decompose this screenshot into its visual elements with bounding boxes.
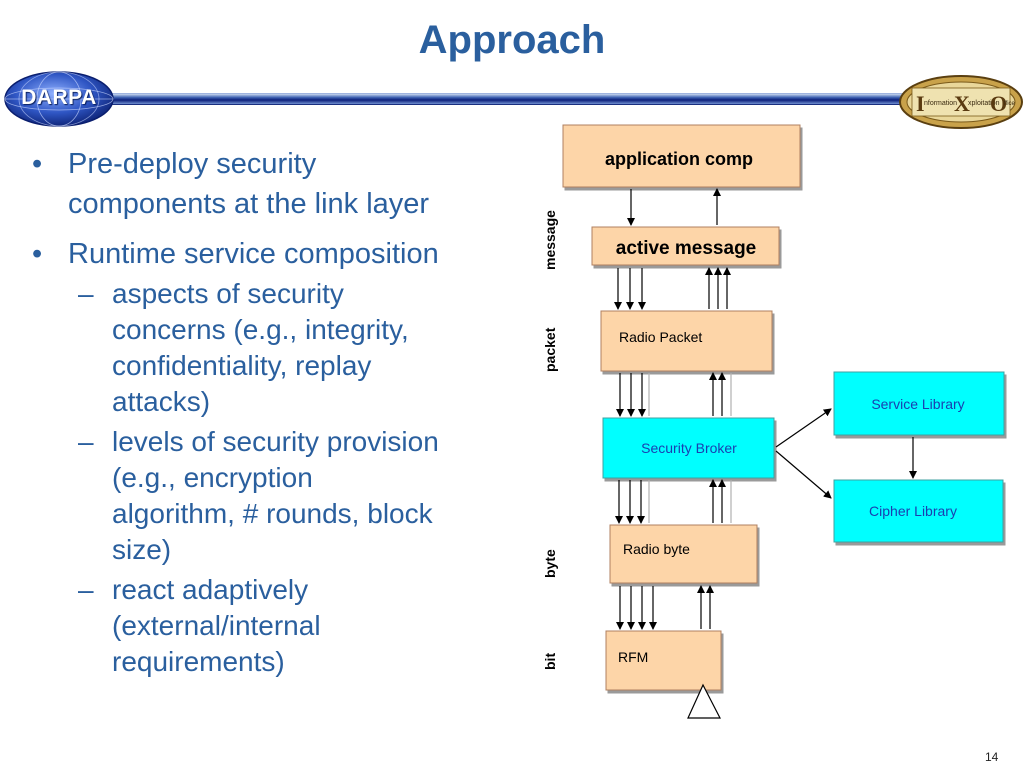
box-label-cipher-library: Cipher Library [869, 503, 957, 519]
bullet-dot: • [32, 238, 43, 270]
darpa-logo-text: DARPA [21, 86, 97, 109]
darpa-logo: DARPA [2, 70, 116, 128]
box-radio-packet: Radio Packet [600, 310, 773, 372]
bullet-item: • Runtime service composition [28, 234, 518, 274]
bullet-line: components at the link layer [68, 188, 430, 220]
ixo-word-information: nformation [924, 100, 957, 107]
box-label-rfm: RFM [618, 649, 648, 665]
sub-bullet-item: – levels of security provision (e.g., en… [28, 424, 518, 568]
slide-title: Approach [418, 18, 606, 62]
sub-bullet-line: attacks) [112, 386, 211, 417]
sub-bullet-line: (e.g., encryption [112, 462, 313, 493]
bullet-line: Runtime service composition [68, 238, 439, 270]
box-application-comp: application comp [562, 124, 801, 188]
antenna-triangle-icon [687, 683, 721, 719]
box-service-library: Service Library [833, 371, 1005, 436]
ixo-letter-o: O [990, 91, 1007, 116]
sub-bullet-line: levels of security provision [112, 426, 439, 457]
sub-bullet-dash: – [78, 278, 94, 309]
arrow-broker-to-cipher-library [775, 450, 832, 499]
layer-label-message: message [542, 210, 558, 270]
box-label-service-library: Service Library [871, 396, 964, 412]
bullet-dot: • [32, 148, 43, 180]
sub-bullet-line: concerns (e.g., integrity, [112, 314, 409, 345]
sub-bullet-dash: – [78, 574, 94, 605]
page-number: 14 [985, 750, 999, 764]
box-label-application-comp: application comp [605, 149, 753, 169]
layer-label-packet: packet [542, 327, 558, 372]
sub-bullet-line: aspects of security [112, 278, 344, 309]
bullet-list: • Pre-deploy security components at the … [28, 144, 518, 684]
box-active-message: active message [591, 226, 780, 266]
ixo-word-exploitation: xploitation [968, 100, 1000, 107]
bullet-line: Pre-deploy security [68, 148, 317, 180]
ixo-logo: I nformation X xploitation O ffice [898, 74, 1024, 130]
header-divider-bar [60, 93, 960, 105]
sub-bullet-line: algorithm, # rounds, block [112, 498, 433, 529]
darpa-globe-icon [4, 71, 114, 127]
box-label-radio-byte: Radio byte [623, 541, 690, 557]
arrow-broker-to-service-library [775, 408, 832, 448]
sub-bullet-line: (external/internal [112, 610, 321, 641]
ixo-word-office: ffice [1004, 101, 1016, 107]
bullet-item: • Pre-deploy security components at the … [28, 144, 518, 224]
ixo-letter-x: X [954, 91, 970, 116]
box-rfm: RFM [605, 630, 722, 691]
sub-bullet-line: requirements) [112, 646, 285, 677]
box-security-broker: Security Broker [602, 417, 775, 479]
box-label-radio-packet: Radio Packet [619, 329, 702, 345]
sub-bullet-item: – aspects of security concerns (e.g., in… [28, 276, 518, 420]
box-radio-byte: Radio byte [609, 524, 758, 584]
sub-bullet-line: size) [112, 534, 172, 565]
sub-bullet-line: confidentiality, replay [112, 350, 372, 381]
box-label-security-broker: Security Broker [641, 440, 737, 456]
layer-label-bit: bit [542, 653, 558, 670]
sub-bullet-line: react adaptively [112, 574, 309, 605]
box-cipher-library: Cipher Library [833, 479, 1004, 543]
ixo-emblem-icon: I nformation X xploitation O ffice [899, 75, 1023, 129]
box-label-active-message: active message [616, 238, 757, 259]
layer-label-byte: byte [542, 549, 558, 578]
ixo-letter-i: I [916, 91, 925, 116]
sub-bullet-item: – react adaptively (external/internal re… [28, 572, 518, 680]
sub-bullet-dash: – [78, 426, 94, 457]
